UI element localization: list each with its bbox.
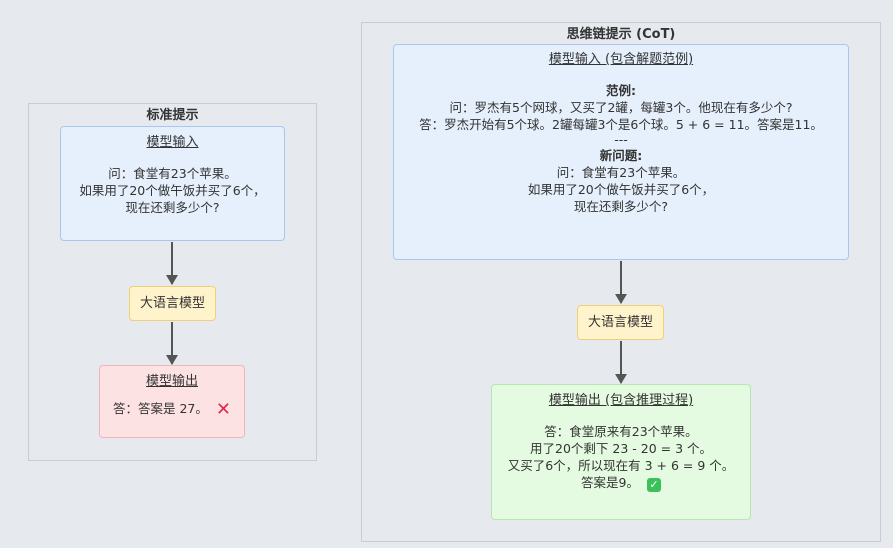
cot-model-label: 大语言模型 [587,315,653,330]
arrow-down [615,341,627,384]
cot-example-heading: 范例: [606,83,636,98]
cot-panel-title: 思维链提示 (CoT) [566,27,676,42]
cot-output-final: 答案是9。 [581,475,639,490]
cross-icon: ✕ [215,399,231,420]
standard-model-label: 大语言模型 [139,296,205,311]
standard-input-line: 问：食堂有23个苹果。 [108,166,237,181]
cot-new-heading: 新问题: [599,148,643,163]
standard-input-title: 模型输入 [146,135,199,150]
standard-input-box: 模型输入 问：食堂有23个苹果。 如果用了20个做午饭并买了6个， 现在还剩多少… [60,126,285,241]
standard-input-line: 如果用了20个做午饭并买了6个， [79,183,266,198]
check-icon: ✓ [646,478,661,492]
arrow-down [615,261,627,304]
cot-output-box: 模型输出 (包含推理过程) 答：食堂原来有23个苹果。 用了20个剩下 23 -… [491,384,751,520]
standard-panel-title: 标准提示 [146,108,199,123]
standard-output-answer: 答：答案是 27。 [113,401,208,416]
cot-input-box: 模型输入 (包含解题范例) 范例: 问：罗杰有5个网球，又买了2罐，每罐3个。他… [393,44,849,260]
standard-output-answer-row: 答：答案是 27。 ✕ [100,399,244,420]
cot-output-title: 模型输出 (包含推理过程) [548,393,694,408]
cot-output-line: 又买了6个，所以现在有 3 + 6 = 9 个。 [507,458,735,473]
cot-example-line: 问：罗杰有5个网球，又买了2罐，每罐3个。他现在有多少个? [449,100,793,115]
cot-model-box: 大语言模型 [577,305,664,340]
cot-new-line: 如果用了20个做午饭并买了6个， [527,182,715,197]
standard-output-title: 模型输出 [145,374,198,389]
standard-output-box: 模型输出 答：答案是 27。 ✕ [99,365,245,438]
cot-example-line: 答：罗杰开始有5个球。2罐每罐3个是6个球。5 + 6 = 11。答案是11。 [419,117,823,132]
cot-output-line: 用了20个剩下 23 - 20 = 3 个。 [530,441,712,456]
standard-input-line: 现在还剩多少个? [125,200,220,215]
arrow-down [166,242,178,285]
cot-output-line: 答：食堂原来有23个苹果。 [544,424,698,439]
standard-model-box: 大语言模型 [129,286,216,321]
arrow-down [166,322,178,365]
cot-input-title: 模型输入 (包含解题范例) [548,52,694,67]
cot-new-line: 问：食堂有23个苹果。 [556,165,686,180]
cot-output-final-row: 答案是9。 ✓ [492,474,750,492]
cot-separator: --- [614,132,628,147]
cot-new-line: 现在还剩多少个? [573,199,669,214]
